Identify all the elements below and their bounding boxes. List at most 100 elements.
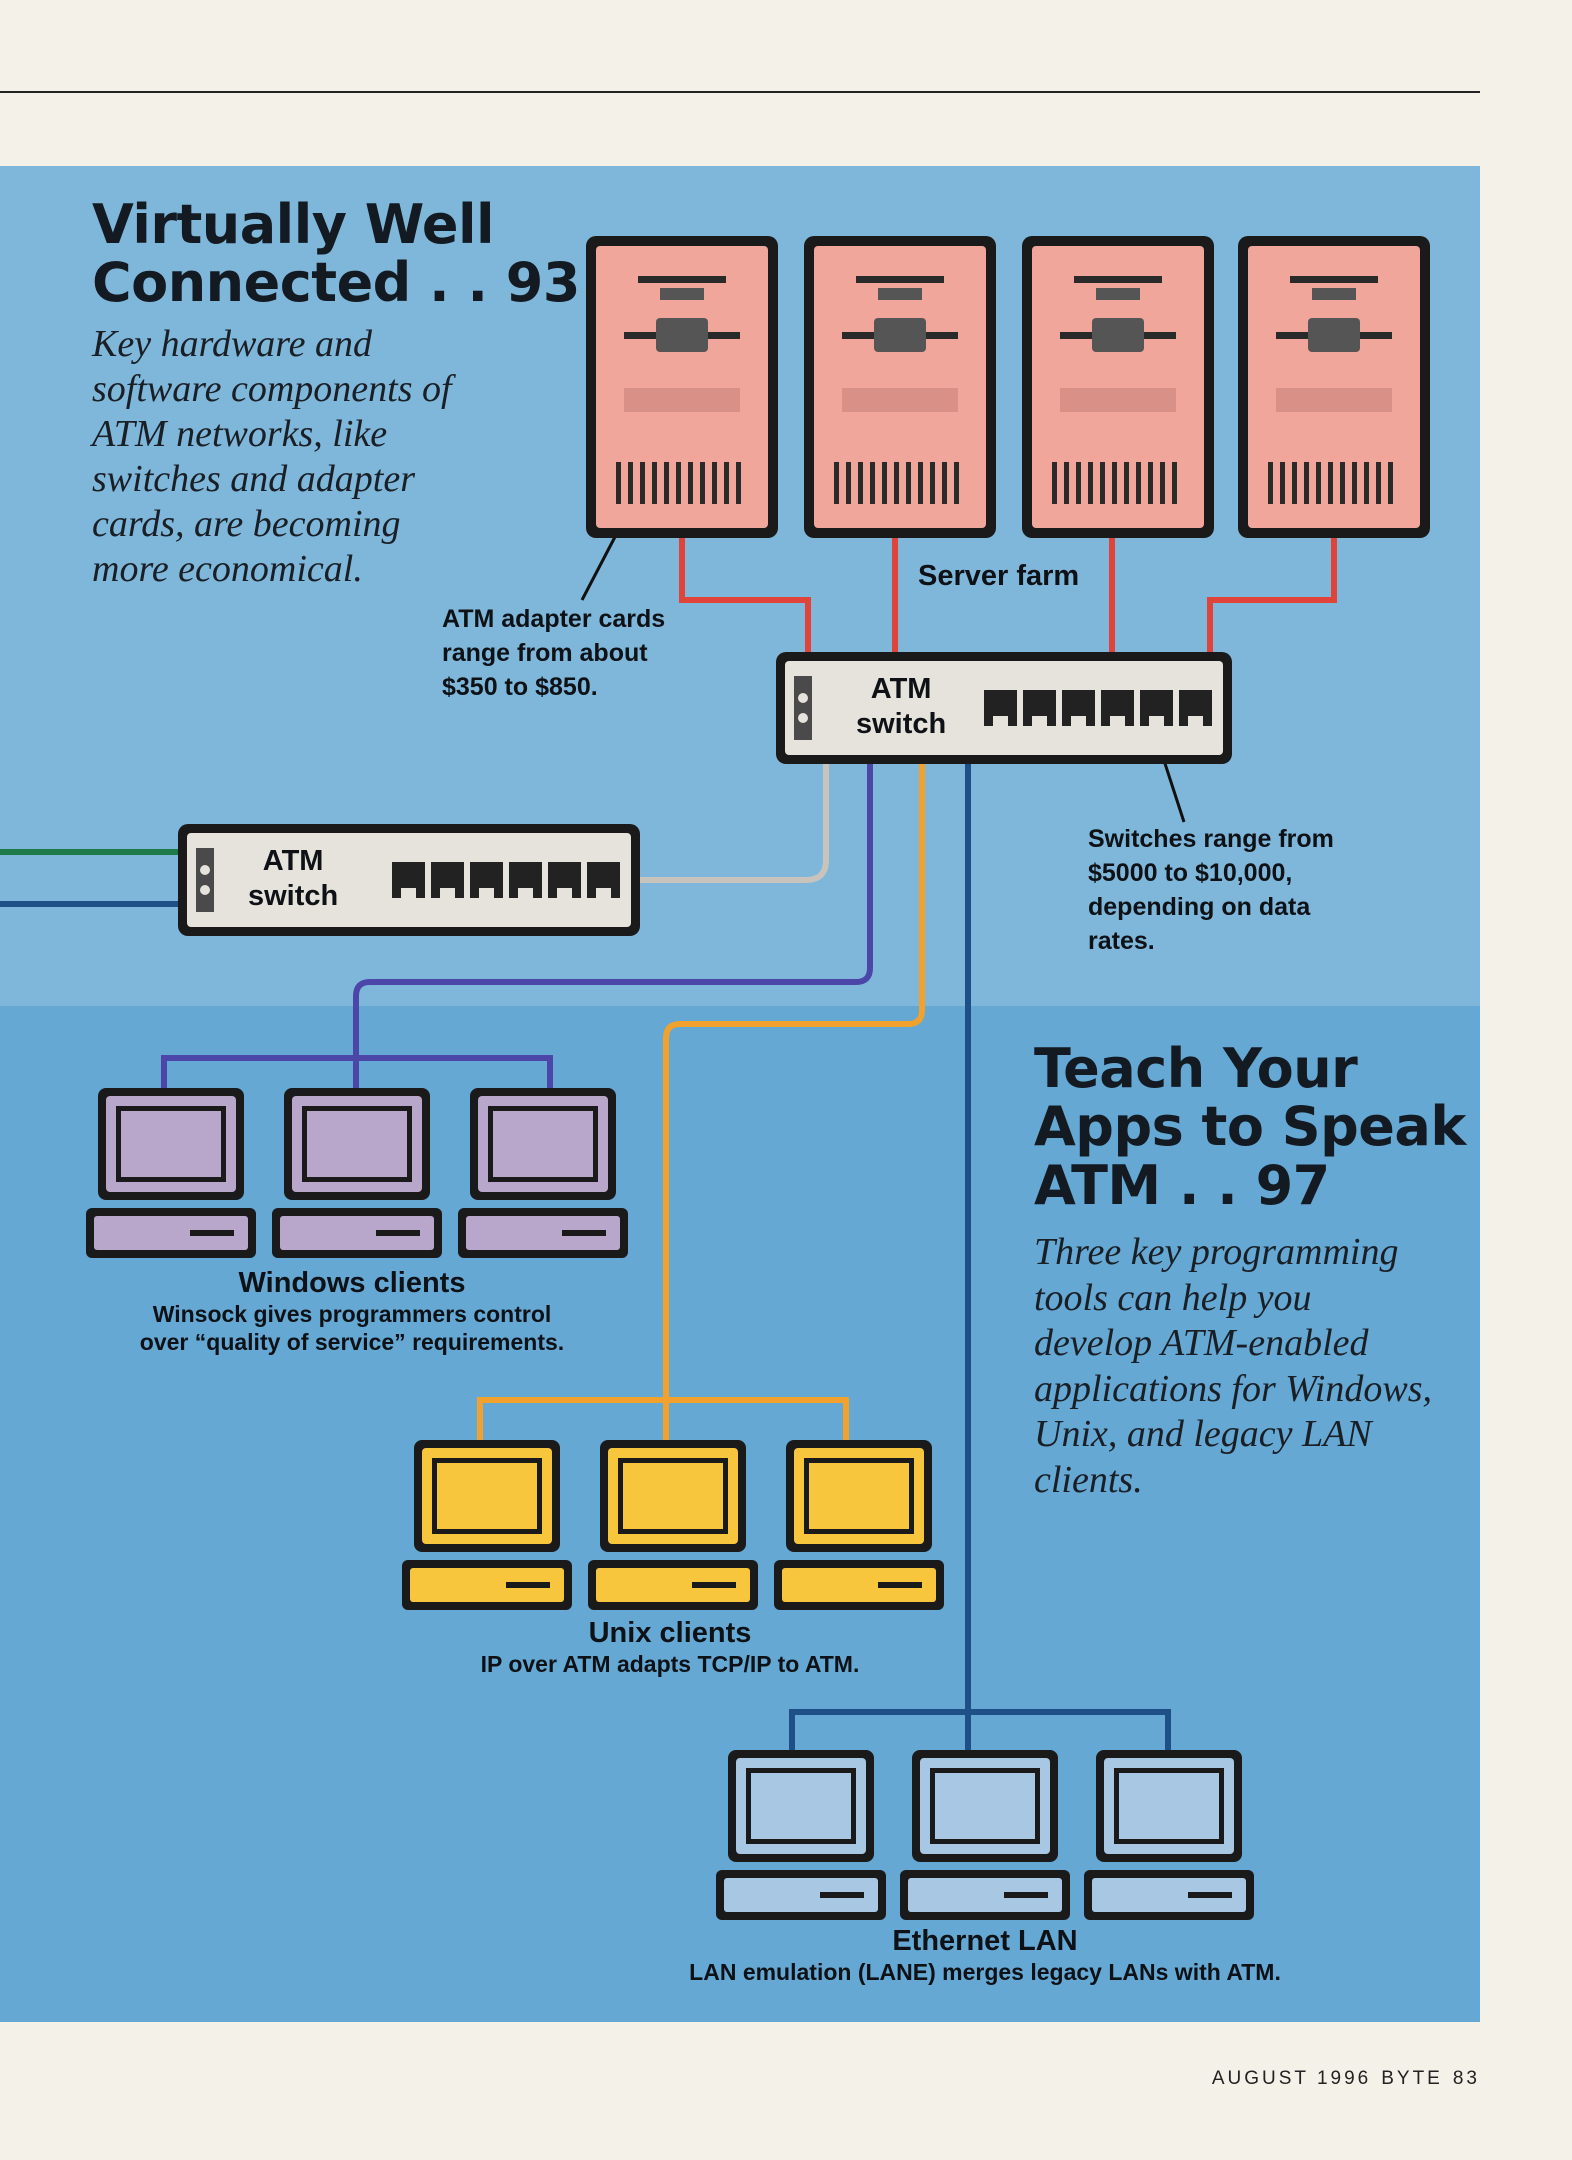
server-vent <box>846 462 851 504</box>
cpu-drive-slot <box>1188 1892 1232 1898</box>
folio-page-number: 83 <box>1452 2068 1480 2089</box>
article1-page-ref[interactable]: . . 93 <box>429 251 580 315</box>
server-drive-slot <box>856 276 944 283</box>
server-drive-slot <box>1290 276 1378 283</box>
windows-client-link <box>161 755 873 1090</box>
switch-note-line2: $5000 to $10,000, <box>1088 859 1293 887</box>
server-vent <box>616 462 621 504</box>
unix-clients-title: Unix clients <box>588 1617 752 1649</box>
client-workstation <box>86 1088 256 1258</box>
client-workstation <box>588 1440 758 1610</box>
switch-port <box>518 888 533 898</box>
cpu-drive-slot <box>692 1582 736 1588</box>
server-drive-slot <box>660 288 704 300</box>
switch-port <box>440 888 455 898</box>
server-vent <box>834 462 839 504</box>
server-panel <box>624 388 740 412</box>
cpu-case <box>782 1568 936 1602</box>
cpu-case <box>724 1878 878 1912</box>
side-switch-label: ATM switch <box>248 844 338 914</box>
server-drive-slot <box>1092 318 1144 352</box>
server-vent <box>918 462 923 504</box>
server-drive-slot <box>1096 288 1140 300</box>
unix-client-link <box>477 755 925 1440</box>
client-workstation <box>458 1088 628 1258</box>
folio-magazine: BYTE <box>1381 2068 1443 2089</box>
windows-clients-group <box>86 1088 628 1258</box>
client-workstation <box>1084 1750 1254 1920</box>
cpu-drive-slot <box>820 1892 864 1898</box>
client-workstation <box>900 1750 1070 1920</box>
top-rule <box>0 91 1480 93</box>
cpu-case <box>466 1216 620 1250</box>
server-drive-slot <box>638 276 726 283</box>
ethernet-link <box>789 755 1171 1752</box>
server-vent <box>930 462 935 504</box>
side-switch-label-line1: ATM <box>262 845 324 877</box>
server-vent <box>1316 462 1321 504</box>
server-link-1 <box>679 530 811 655</box>
server-tower <box>1238 236 1430 538</box>
article2-title-line3: ATM <box>1034 1153 1161 1217</box>
server-vent <box>942 462 947 504</box>
ethernet-lan-line1: LAN emulation (LANE) merges legacy LANs … <box>689 1959 1281 1985</box>
client-workstation <box>272 1088 442 1258</box>
server-vent <box>1112 462 1117 504</box>
server-vent <box>712 462 717 504</box>
switch-port <box>1110 716 1125 726</box>
switch-status-panel <box>196 848 214 912</box>
server-body <box>814 246 986 528</box>
switch-led <box>798 713 808 723</box>
server-vent <box>1148 462 1153 504</box>
main-switch-label-line2: switch <box>856 708 947 740</box>
server-drive-slot <box>1074 276 1162 283</box>
windows-clients-line2: over “quality of service” requirements. <box>139 1329 565 1355</box>
article2-page-ref[interactable]: . . 97 <box>1178 1153 1330 1217</box>
server-farm-label: Server farm <box>918 560 1080 592</box>
article2-title-line2: Apps to Speak <box>1034 1095 1466 1159</box>
client-workstation <box>774 1440 944 1610</box>
server-vent <box>858 462 863 504</box>
switch-port <box>1071 716 1086 726</box>
switch-port <box>1188 716 1203 726</box>
server-vent <box>1376 462 1381 504</box>
server-vent <box>870 462 875 504</box>
server-vent <box>1328 462 1333 504</box>
cpu-drive-slot <box>1004 1892 1048 1898</box>
monitor-screen <box>437 1463 537 1529</box>
side-switch-label-line2: switch <box>248 880 339 912</box>
switch-port <box>993 716 1008 726</box>
adapter-note-line1: ATM adapter cards <box>442 605 666 633</box>
server-vent <box>894 462 899 504</box>
article2-title: Teach Your Apps to Speak ATM . . 97 <box>1034 1039 1466 1217</box>
server-vent <box>676 462 681 504</box>
ethernet-lan-title: Ethernet LAN <box>892 1925 1078 1957</box>
server-vent <box>1088 462 1093 504</box>
unix-clients-line1: IP over ATM adapts TCP/IP to ATM. <box>480 1651 860 1677</box>
side-atm-switch-device <box>178 824 640 936</box>
server-vent <box>1052 462 1057 504</box>
switch-port <box>596 888 611 898</box>
server-vent <box>1064 462 1069 504</box>
server-vent <box>1364 462 1369 504</box>
switch-status-panel <box>794 676 812 740</box>
folio-date: AUGUST 1996 <box>1211 2068 1372 2089</box>
server-vent <box>882 462 887 504</box>
adapter-note-line3: $350 to $850. <box>442 673 598 701</box>
cpu-drive-slot <box>562 1230 606 1236</box>
monitor-screen <box>751 1773 851 1839</box>
server-body <box>1248 246 1420 528</box>
server-vent <box>1172 462 1177 504</box>
switch-led <box>200 865 210 875</box>
switch-port <box>1032 716 1047 726</box>
server-tower <box>586 236 778 538</box>
client-workstation <box>716 1750 886 1920</box>
page-folio: AUGUST 1996 BYTE 83 <box>1202 2068 1480 2090</box>
monitor-screen <box>493 1111 593 1177</box>
monitor-screen <box>935 1773 1035 1839</box>
windows-clients-title: Windows clients <box>238 1267 466 1299</box>
server-tower <box>1022 236 1214 538</box>
server-vent <box>954 462 959 504</box>
switch-note-line4: rates. <box>1088 927 1155 955</box>
